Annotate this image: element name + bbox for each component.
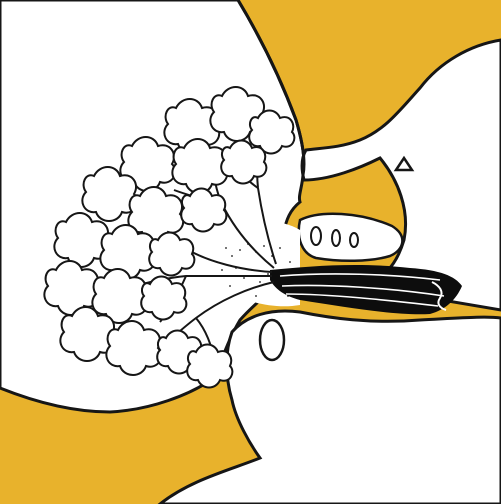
lobule <box>172 139 227 193</box>
lobule <box>106 321 161 375</box>
lobule <box>187 345 232 388</box>
lobule <box>82 167 137 221</box>
lobule <box>149 233 194 276</box>
lobule <box>181 189 226 232</box>
lobule <box>141 277 186 320</box>
lobule <box>221 141 266 184</box>
